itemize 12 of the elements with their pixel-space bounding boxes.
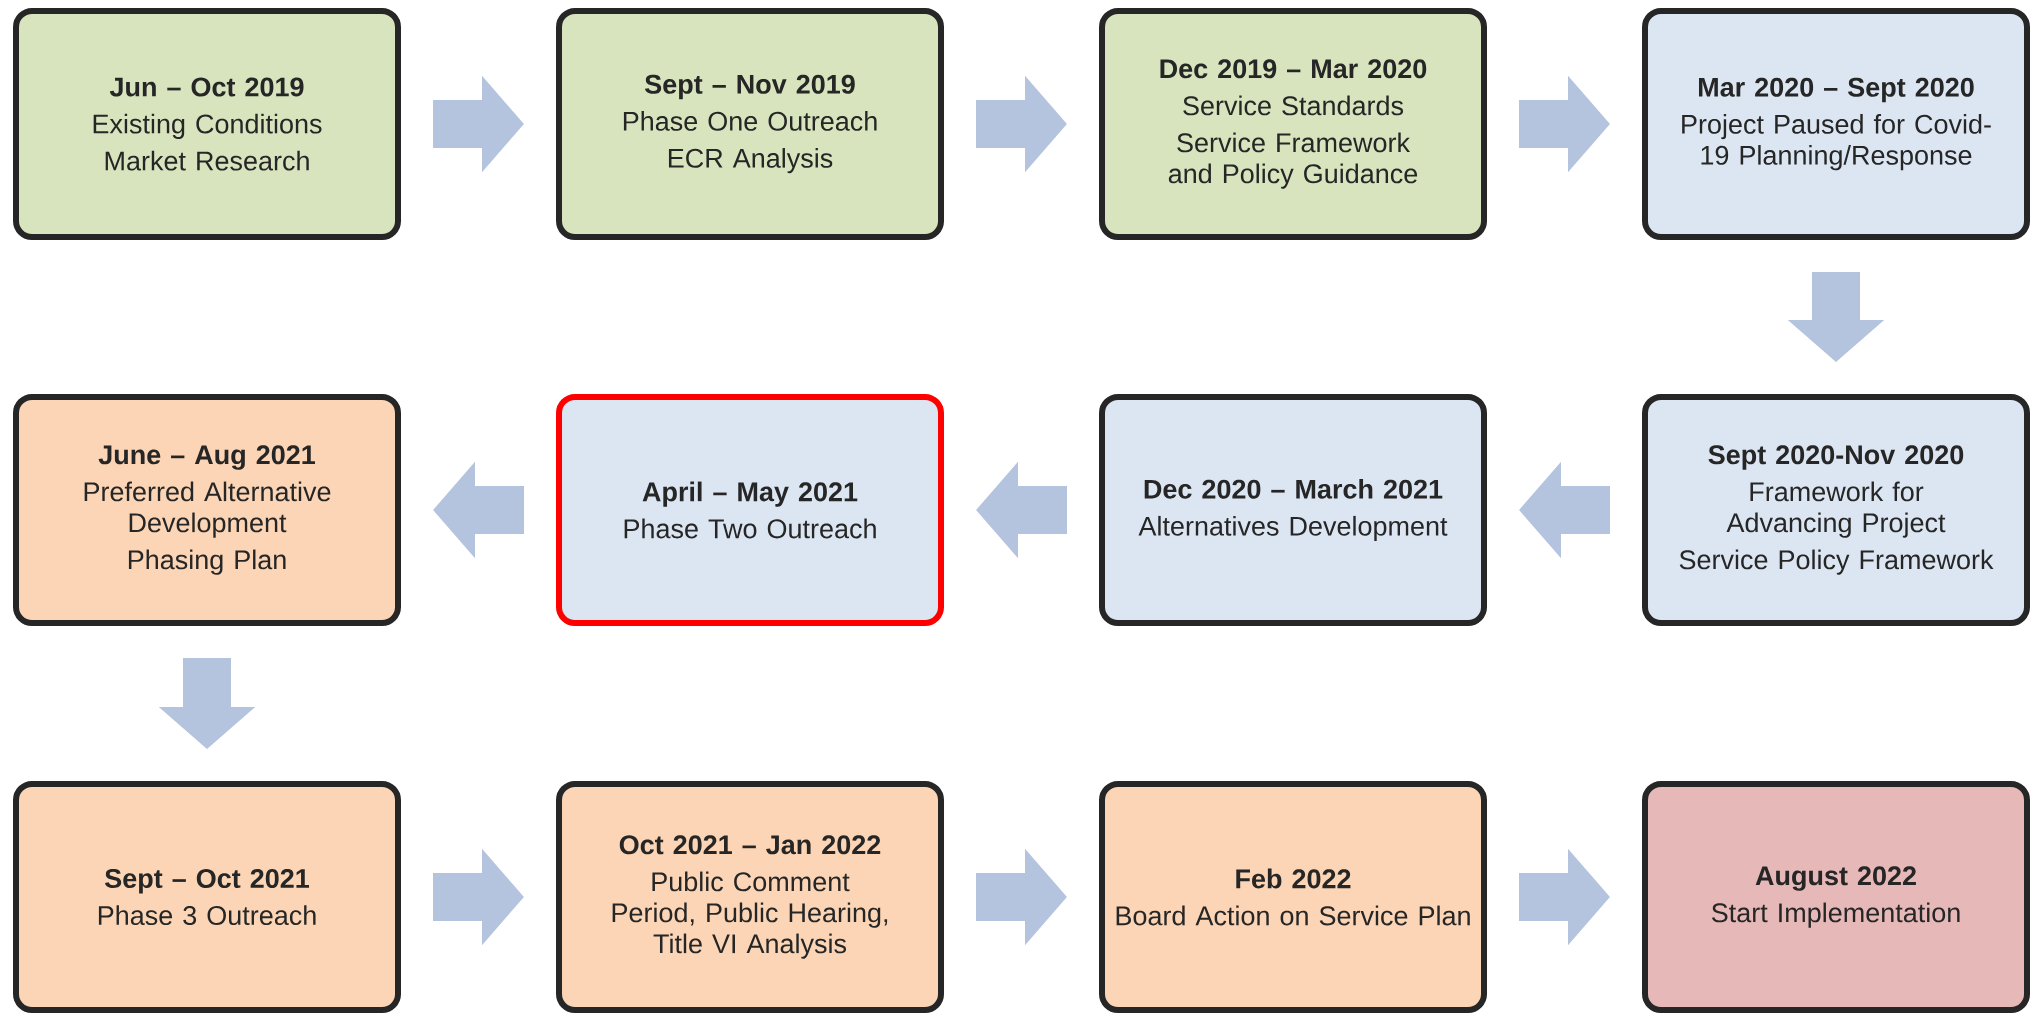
process-box: Dec 2019 – Mar 2020 Service Standards Service Framework and Policy Guidance xyxy=(1099,8,1487,240)
process-box: Sept – Oct 2021 Phase 3 Outreach xyxy=(13,781,401,1013)
process-box: Sept 2020-Nov 2020 Framework for Advancing Project Service Policy Framework xyxy=(1642,394,2030,626)
process-box: June – Aug 2021 Preferred Alternative Development Phasing Plan xyxy=(13,394,401,626)
process-box: Sept – Nov 2019 Phase One Outreach ECR Analysis xyxy=(556,8,944,240)
process-box: Dec 2020 – March 2021 Alternatives Development xyxy=(1099,394,1487,626)
process-box: August 2022 Start Implementation xyxy=(1642,781,2030,1013)
process-box: Jun – Oct 2019 Existing Conditions Market Research xyxy=(13,8,401,240)
process-box: Mar 2020 – Sept 2020 Project Paused for Covid-19 Planning/Response xyxy=(1642,8,2030,240)
process-box: Feb 2022 Board Action on Service Plan xyxy=(1099,781,1487,1013)
process-box: Oct 2021 – Jan 2022 Public Comment Period, Public Hearing, Title VI Analysis xyxy=(556,781,944,1013)
process-box: April – May 2021 Phase Two Outreach xyxy=(556,394,944,626)
